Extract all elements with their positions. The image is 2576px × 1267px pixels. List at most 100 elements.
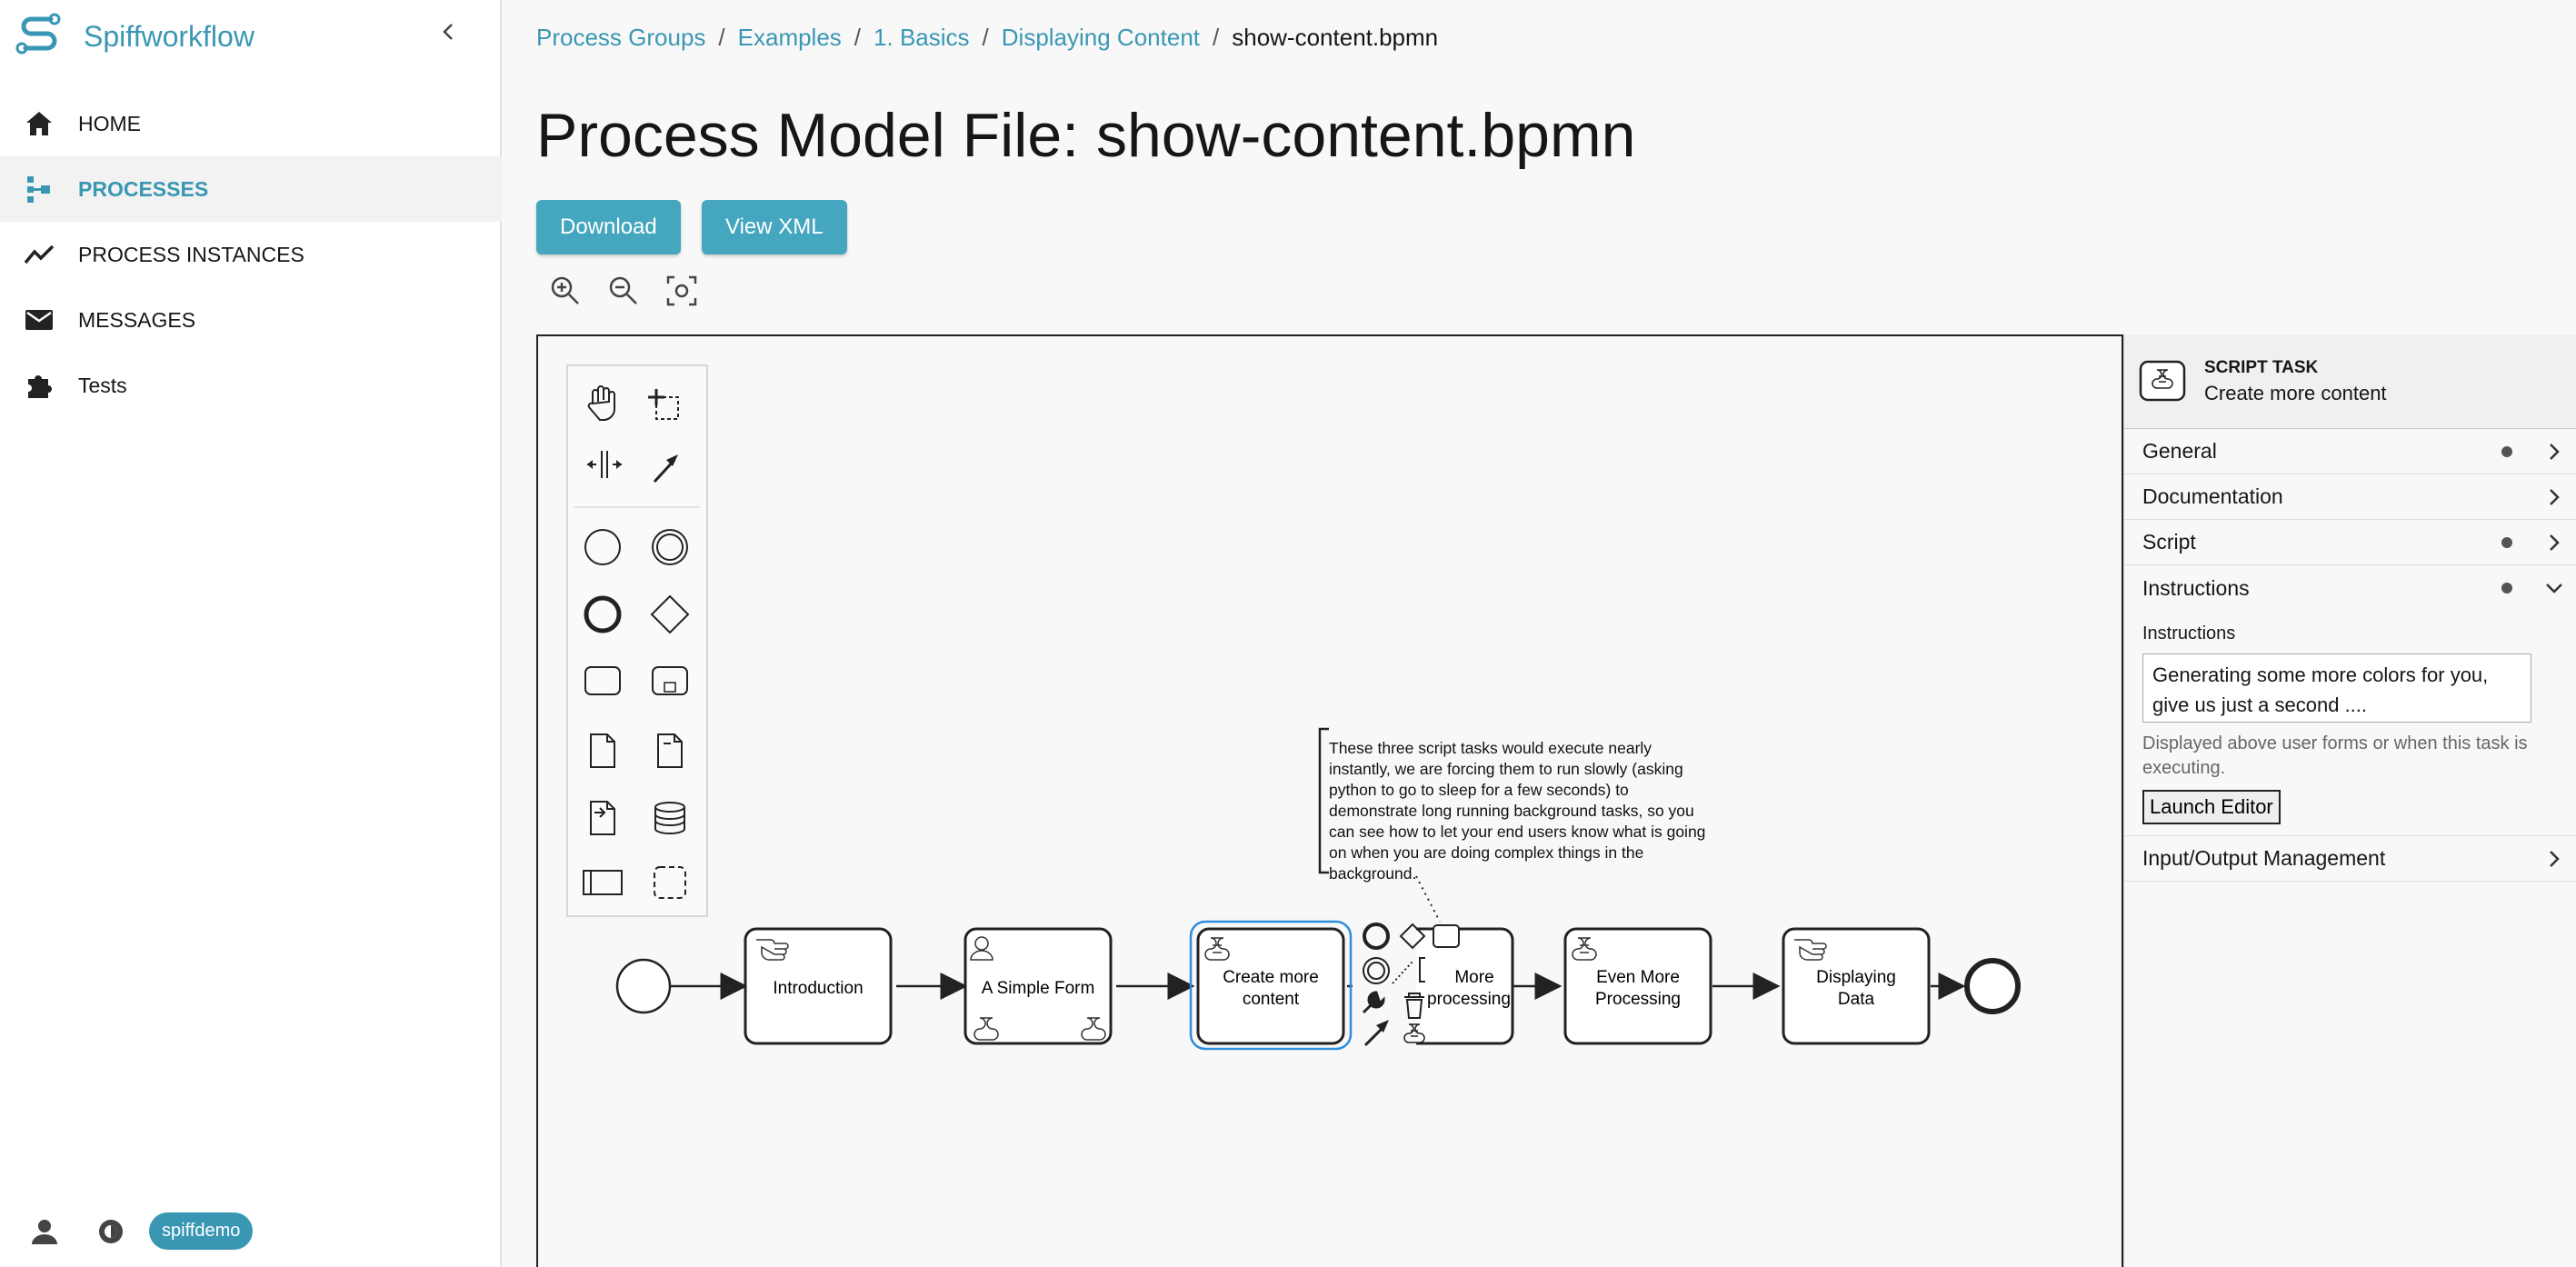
task-icon[interactable] (584, 666, 621, 695)
brand[interactable]: Spiffworkflow (15, 9, 255, 64)
task-label-line1: Even More (1596, 968, 1680, 987)
zoom-in-icon[interactable] (549, 274, 582, 307)
properties-panel: SCRIPT TASK Create more content General … (2123, 334, 2576, 1267)
annotation-line: can see how to let your end users know w… (1329, 823, 1705, 841)
user-badge[interactable]: spiffdemo (149, 1212, 254, 1250)
end-event[interactable] (1964, 958, 2021, 1014)
intermediate-event-icon[interactable] (652, 529, 688, 565)
group-label: Documentation (2142, 484, 2283, 508)
has-content-dot (2501, 536, 2512, 548)
nav-item-messages[interactable]: MESSAGES (0, 287, 502, 353)
breadcrumb-basics[interactable]: 1. Basics (874, 24, 970, 51)
process-tree-icon (22, 172, 56, 206)
annotation-line: These three script tasks would execute n… (1329, 739, 1652, 757)
lasso-tool-icon[interactable] (648, 389, 679, 420)
group-label: General (2142, 439, 2217, 463)
annotation-line: demonstrate long running background task… (1329, 802, 1694, 820)
append-task-icon[interactable] (1433, 924, 1460, 948)
manual-task-icon (756, 939, 789, 961)
start-event-icon[interactable] (584, 529, 621, 565)
puzzle-icon (22, 368, 56, 403)
delete-trash-icon[interactable] (1404, 993, 1424, 1019)
subprocess-icon[interactable] (652, 666, 688, 695)
task-create-more-content[interactable]: Create more content (1189, 920, 1353, 1051)
append-intermediate-event-icon[interactable] (1363, 957, 1390, 984)
end-event-icon[interactable] (584, 595, 622, 634)
manual-task-icon (1794, 939, 1827, 961)
start-event[interactable] (615, 958, 672, 1014)
collapse-sidebar-icon[interactable] (434, 18, 462, 45)
nav-label-home: HOME (78, 111, 141, 135)
launch-editor-button[interactable]: Launch Editor (2142, 790, 2281, 824)
app-name: Spiffworkflow (84, 19, 255, 53)
context-pad (1353, 918, 1460, 1063)
element-type: SCRIPT TASK (2204, 357, 2319, 377)
instructions-textarea[interactable]: Generating some more colors for you, giv… (2142, 653, 2531, 723)
script-task-icon (1204, 937, 1230, 961)
space-tool-icon[interactable] (587, 451, 622, 478)
pool-icon[interactable] (583, 870, 623, 895)
nav-item-tests[interactable]: Tests (0, 353, 502, 418)
group-script[interactable]: Script (2124, 520, 2576, 565)
hand-tool-icon[interactable] (587, 385, 615, 421)
task-label-line1: More (1454, 968, 1493, 987)
bpmn-canvas[interactable]: Introduction A Simple Form Create more (536, 334, 2123, 1267)
nav-label-tests: Tests (78, 373, 127, 397)
has-content-dot (2501, 583, 2512, 594)
fit-view-icon[interactable] (665, 274, 698, 307)
change-type-wrench-icon[interactable] (1362, 991, 1385, 1014)
properties-header: SCRIPT TASK Create more content (2124, 334, 2576, 429)
chevron-right-icon (2550, 488, 2560, 505)
task-displaying-data[interactable]: Displaying Data (1782, 927, 1931, 1045)
annotation-line: python to go to sleep for a few seconds)… (1329, 781, 1629, 799)
nav-item-process-instances[interactable]: PROCESS INSTANCES (0, 222, 502, 287)
annotation-line: background. (1329, 864, 1416, 883)
data-object-icon[interactable] (590, 733, 615, 768)
append-end-event-icon[interactable] (1363, 923, 1390, 950)
group-instructions[interactable]: Instructions (2124, 565, 2576, 611)
breadcrumb-process-groups[interactable]: Process Groups (536, 24, 706, 51)
task-label-line1: Create more (1223, 968, 1319, 987)
chevron-right-icon (2550, 534, 2560, 551)
group-label: Script (2142, 530, 2196, 554)
tool-palette (566, 364, 708, 917)
annotation-line: on when you are doing complex things in … (1329, 843, 1643, 862)
breadcrumb-separator: / (1213, 24, 1220, 51)
view-xml-button[interactable]: View XML (702, 200, 847, 254)
chart-line-icon (22, 237, 56, 272)
data-store-icon[interactable] (654, 802, 685, 834)
group-input-output[interactable]: Input/Output Management (2124, 836, 2576, 882)
gateway-icon[interactable] (650, 594, 690, 634)
data-output-icon[interactable] (590, 801, 615, 835)
text-annotation[interactable]: These three script tasks would execute n… (1318, 727, 1705, 923)
group-documentation[interactable]: Documentation (2124, 474, 2576, 520)
breadcrumb-separator: / (854, 24, 862, 51)
group-icon[interactable] (654, 866, 686, 899)
nav-label-process-instances: PROCESS INSTANCES (78, 242, 305, 266)
script-task-small-icon[interactable] (1403, 1023, 1425, 1043)
task-label-line2: content (1243, 990, 1300, 1009)
zoom-out-icon[interactable] (607, 274, 640, 307)
append-annotation-icon[interactable] (1419, 957, 1425, 983)
nav-item-home[interactable]: HOME (0, 91, 502, 156)
selection-outline (1189, 920, 1353, 1051)
task-introduction[interactable]: Introduction (744, 927, 893, 1045)
theme-toggle-icon[interactable] (93, 1213, 129, 1250)
breadcrumb-displaying-content[interactable]: Displaying Content (1001, 24, 1200, 51)
has-content-dot (2501, 445, 2512, 457)
connect-annotation-icon[interactable] (1392, 961, 1413, 984)
download-button[interactable]: Download (536, 200, 681, 254)
breadcrumb-examples[interactable]: Examples (737, 24, 842, 51)
group-general[interactable]: General (2124, 429, 2576, 474)
nav-item-processes[interactable]: PROCESSES (0, 156, 502, 222)
connect-tool-icon[interactable] (653, 454, 678, 484)
append-gateway-icon[interactable] (1399, 923, 1426, 950)
nav-menu: HOME PROCESSES PROCESS INSTANCES MESSAGE… (0, 91, 502, 418)
user-icon[interactable] (27, 1214, 62, 1249)
data-input-icon[interactable] (657, 733, 683, 768)
task-a-simple-form[interactable]: A Simple Form (964, 927, 1113, 1045)
script-task-icon (1572, 937, 1597, 961)
breadcrumb: Process Groups / Examples / 1. Basics / … (536, 24, 1438, 52)
task-label-line1: Displaying (1816, 968, 1896, 987)
task-even-more-processing[interactable]: Even More Processing (1563, 927, 1712, 1045)
